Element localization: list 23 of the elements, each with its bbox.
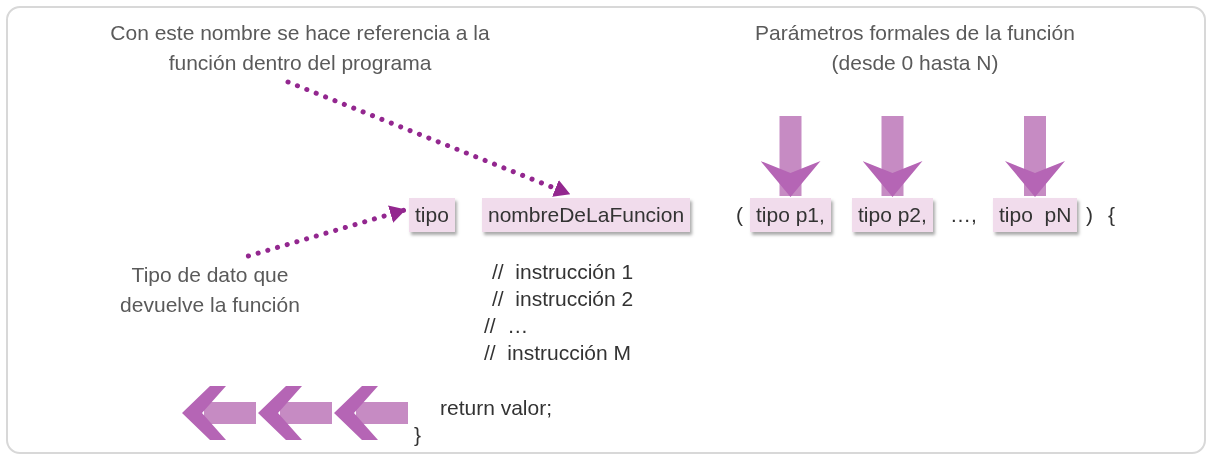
code-text: return valor; bbox=[440, 395, 553, 421]
block-arrow bbox=[1005, 116, 1065, 197]
block-arrow bbox=[862, 116, 923, 197]
code-text: } bbox=[414, 422, 421, 448]
code-text: …, bbox=[950, 202, 977, 228]
annotation-text: Tipo de dato que devuelve la función bbox=[90, 260, 330, 320]
code-text: { bbox=[1108, 202, 1115, 228]
dotted-arrow bbox=[285, 79, 572, 197]
code-comment: // instrucción 1 bbox=[492, 259, 634, 285]
block-arrow bbox=[760, 116, 821, 197]
code-comment: // instrucción 2 bbox=[492, 286, 634, 312]
code-token: tipo bbox=[409, 198, 455, 232]
annotation-text: Con este nombre se hace referencia a la función dentro del programa bbox=[100, 18, 500, 78]
code-text: ( bbox=[736, 202, 743, 228]
code-token: tipo p2, bbox=[852, 198, 933, 232]
code-text: ) bbox=[1086, 202, 1093, 228]
dotted-arrow bbox=[245, 205, 408, 259]
annotation-text: Parámetros formales de la función (desde 0 hasta N) bbox=[745, 18, 1085, 78]
code-token: tipo p1, bbox=[750, 198, 831, 232]
code-comment: // instrucción M bbox=[484, 340, 632, 366]
code-token: nombreDeLaFuncion bbox=[482, 198, 691, 232]
code-token: tipo pN bbox=[993, 198, 1078, 232]
code-comment: // … bbox=[484, 313, 529, 339]
